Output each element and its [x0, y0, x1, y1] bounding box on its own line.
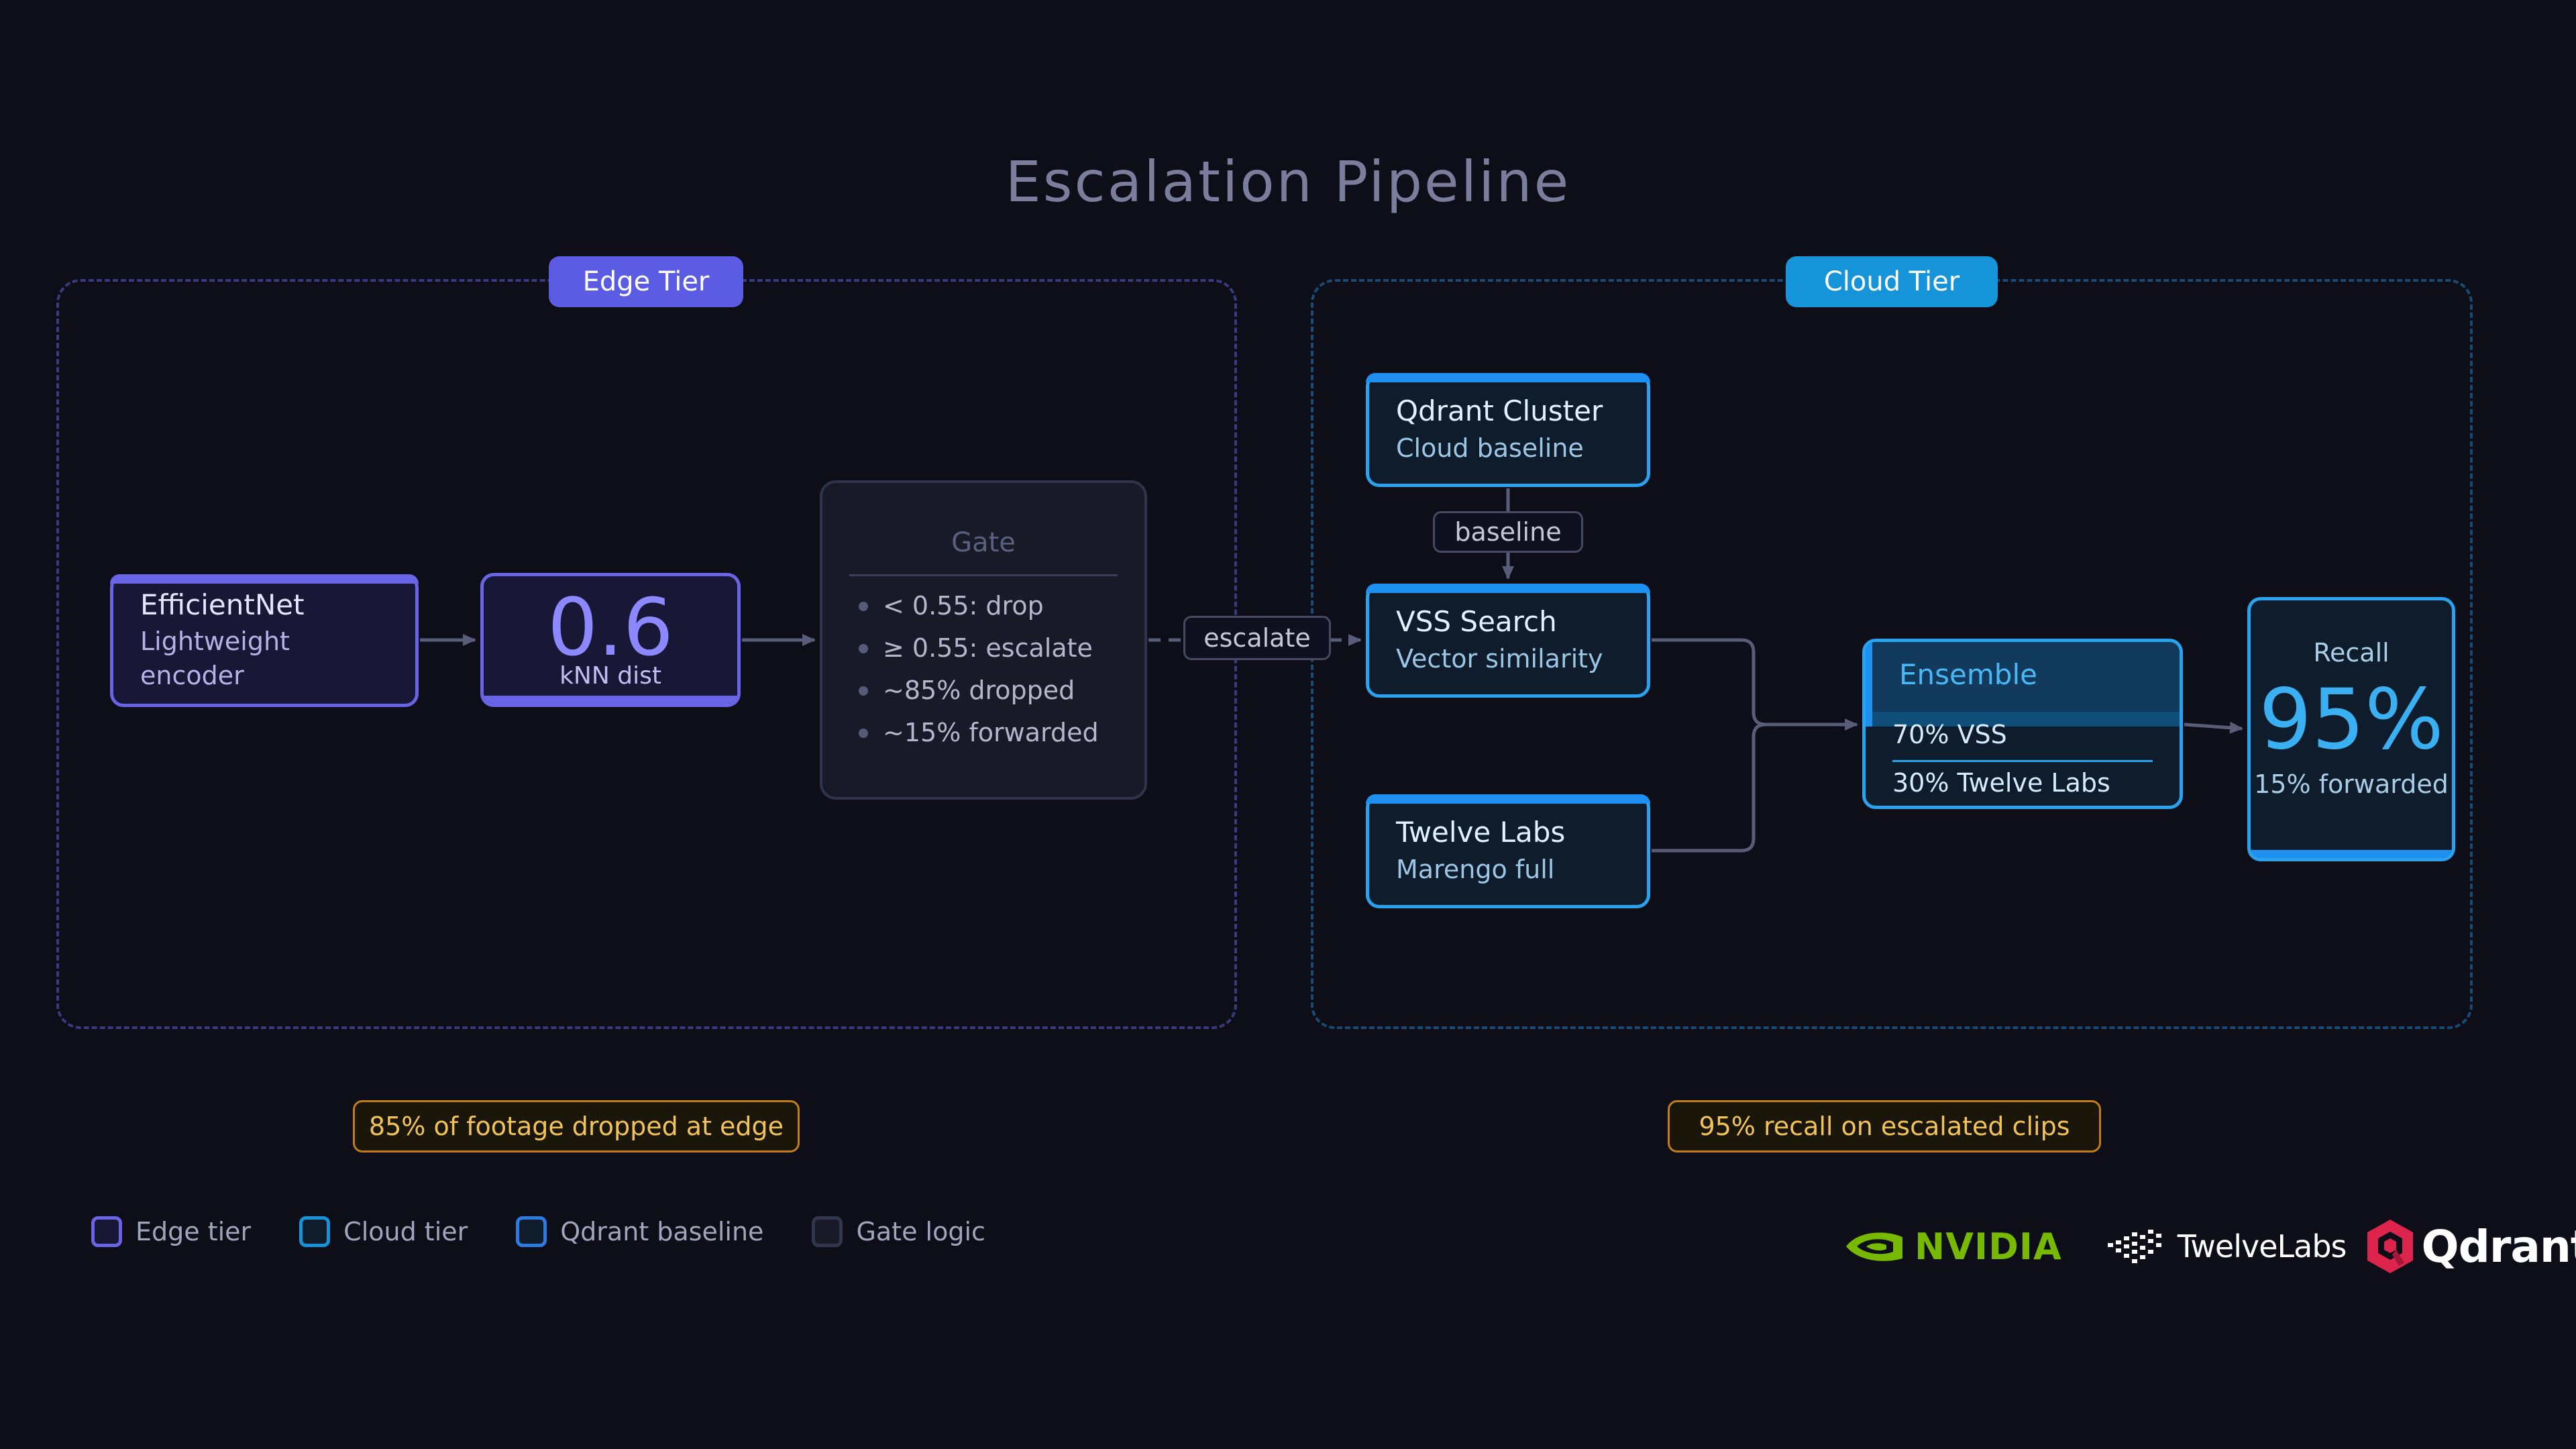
escalate-connector-label: escalate: [1183, 616, 1331, 660]
node-subtitle: Marengo full: [1396, 854, 1555, 884]
baseline-connector-label: baseline: [1433, 511, 1583, 553]
node-subtitle: Vector similarity: [1396, 643, 1603, 674]
arrow-twelvelabs-to-ensemble: [1652, 722, 1766, 853]
bullet-icon: [859, 728, 868, 738]
nvidia-wordmark: NVIDIA: [1915, 1225, 2062, 1268]
legend-swatch: [91, 1216, 122, 1247]
qdrant-wordmark: Qdrant: [2421, 1220, 2576, 1273]
node-title: VSS Search: [1396, 605, 1557, 639]
twelvelabs-logo: TwelveLabs: [2104, 1223, 2347, 1270]
legend-label: Qdrant baseline: [560, 1217, 764, 1246]
nvidia-eye-icon: [1846, 1232, 1902, 1261]
twelvelabs-mark-icon: [2107, 1230, 2161, 1263]
page-title: Escalation Pipeline: [1005, 149, 1571, 215]
twelve-labs-node[interactable]: Twelve Labs Marengo full: [1366, 794, 1650, 908]
ensemble-header: [1866, 642, 2180, 727]
legend-item-qdrant-baseline: Qdrant baseline: [516, 1216, 763, 1247]
edge-callout: 85% of footage dropped at edge: [353, 1100, 800, 1152]
bullet-icon: [859, 643, 868, 653]
recall-node[interactable]: Recall 95% 15% forwarded: [2247, 597, 2455, 861]
legend-swatch: [812, 1216, 843, 1247]
arrow-ensemble-to-recall: [2184, 721, 2243, 734]
legend: Edge tier Cloud tier Qdrant baseline Gat…: [91, 1210, 1034, 1253]
legend-label: Cloud tier: [343, 1217, 468, 1246]
legend-swatch: [516, 1216, 547, 1247]
node-title: Qdrant Cluster: [1396, 394, 1603, 428]
node-title: EfficientNet: [140, 588, 305, 621]
twelvelabs-wordmark: TwelveLabs: [2177, 1228, 2347, 1265]
legend-swatch: [299, 1216, 331, 1247]
gate-rules: < 0.55: drop ≥ 0.55: escalate ~85% dropp…: [859, 585, 1099, 754]
gate-rule: < 0.55: drop: [859, 585, 1099, 627]
node-title: Twelve Labs: [1396, 816, 1566, 849]
gate-divider: [849, 574, 1118, 576]
efficientnet-node[interactable]: EfficientNet Lightweight encoder: [110, 574, 419, 707]
legend-item-gate-logic: Gate logic: [812, 1216, 985, 1247]
gate-node[interactable]: Gate < 0.55: drop ≥ 0.55: escalate ~85% …: [820, 480, 1147, 800]
legend-label: Edge tier: [136, 1217, 252, 1246]
ensemble-node[interactable]: Ensemble 70% VSS 30% Twelve Labs: [1862, 639, 2183, 809]
legend-label: Gate logic: [856, 1217, 985, 1246]
recall-label: Recall: [2313, 638, 2390, 667]
qdrant-cluster-node[interactable]: Qdrant Cluster Cloud baseline: [1366, 373, 1650, 487]
gate-rule: ~15% forwarded: [859, 712, 1099, 754]
knn-distance-node[interactable]: 0.6 kNN dist: [480, 573, 741, 707]
ensemble-divider: [1892, 760, 2153, 762]
edge-tier-label: Edge Tier: [549, 256, 743, 307]
node-subtitle: Lightweight encoder: [140, 626, 290, 691]
gate-rule-text: ~15% forwarded: [883, 718, 1099, 747]
bullet-icon: [859, 686, 868, 696]
gate-rule: ≥ 0.55: escalate: [859, 627, 1099, 669]
gate-title: Gate: [951, 527, 1016, 558]
legend-item-edge-tier: Edge tier: [91, 1216, 251, 1247]
ensemble-weight-row: 30% Twelve Labs: [1892, 768, 2110, 798]
bullet-icon: [859, 601, 868, 611]
knn-label: kNN dist: [559, 662, 661, 690]
gate-rule-text: ~85% dropped: [883, 676, 1075, 705]
ensemble-weight-row: 70% VSS: [1892, 720, 2007, 749]
gate-rule: ~85% dropped: [859, 669, 1099, 712]
node-subtitle: Cloud baseline: [1396, 433, 1584, 463]
vss-search-node[interactable]: VSS Search Vector similarity: [1366, 584, 1650, 698]
nvidia-logo: NVIDIA: [1843, 1225, 2062, 1268]
cloud-callout: 95% recall on escalated clips: [1668, 1100, 2101, 1152]
legend-item-cloud-tier: Cloud tier: [299, 1216, 468, 1247]
recall-subtitle: 15% forwarded: [2254, 769, 2449, 799]
partner-logos: NVIDIA TwelveLabs Qdrant: [1843, 1213, 2576, 1280]
cloud-tier-label: Cloud Tier: [1786, 256, 1998, 307]
qdrant-logo: Qdrant: [2365, 1218, 2576, 1275]
gate-rule-text: ≥ 0.55: escalate: [883, 633, 1093, 663]
recall-value: 95%: [2259, 672, 2444, 768]
gate-rule-text: < 0.55: drop: [883, 591, 1044, 621]
qdrant-hexagon-icon: [2367, 1220, 2413, 1273]
knn-value: 0.6: [547, 581, 674, 674]
ensemble-title: Ensemble: [1899, 658, 2037, 691]
